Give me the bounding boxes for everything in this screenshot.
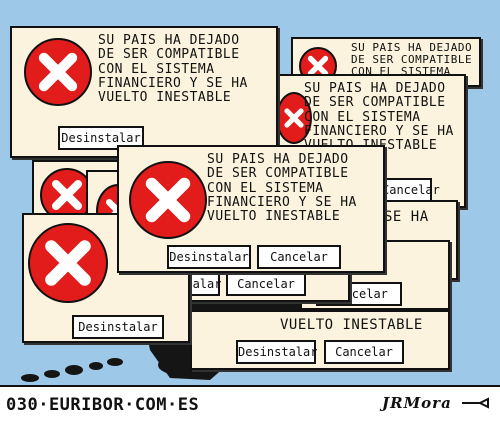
dialog-message-fragment: SE HA [384,209,429,225]
error-x-icon [129,161,207,239]
pen-nib-icon [462,397,489,409]
artist-signature: JRMora [382,394,452,412]
error-x-icon [28,223,108,303]
footer-strip [0,385,500,421]
uninstall-button[interactable]: Desinstalar [58,126,144,150]
uninstall-button[interactable]: Desinstalar [236,340,317,364]
dialog-message-fragment: VUELTO INESTABLE [280,317,423,333]
canary-islands [21,358,123,382]
dialog-message: SU PAÍS HA DEJADO DE SER COMPATIBLE CON … [98,34,248,106]
dialog-message: SU PAÍS HA DEJADO DE SER COMPATIBLE CON … [207,153,357,225]
dialog-message: SU PAÍS HA DEJADO DE SER COMPATIBLE CON … [304,82,454,154]
error-dialog-top-left: SU PAÍS HA DEJADO DE SER COMPATIBLE CON … [10,26,278,158]
error-dialog-bottom-middle: VUELTO INESTABLE Desinstalar Cancelar [190,310,450,370]
uninstall-button[interactable]: Desinstalar [72,315,164,339]
error-dialog-front-center: SU PAÍS HA DEJADO DE SER COMPATIBLE CON … [117,145,385,273]
website-url: 030·EURIBOR·COM·ES [6,395,200,415]
cancel-button[interactable]: Cancelar [324,340,404,364]
cancel-button[interactable]: Cancelar [380,178,440,202]
error-x-icon [276,92,312,144]
cancel-button[interactable]: Cancelar [257,245,341,269]
error-x-icon [24,38,92,106]
cancel-button[interactable]: Cancelar [226,272,306,296]
uninstall-button[interactable]: Desinstalar [167,245,251,269]
